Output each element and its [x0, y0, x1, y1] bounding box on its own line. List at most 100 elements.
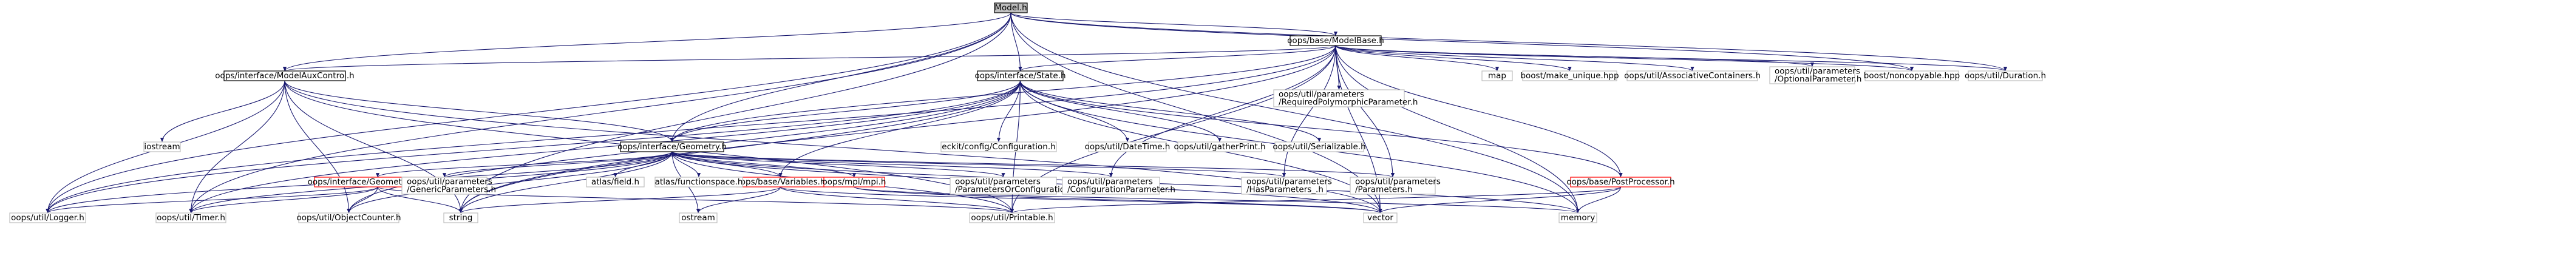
node-map: map: [1481, 70, 1513, 81]
node-noncopyable-box: [1864, 70, 1959, 81]
node-makeunique-label-0: boost/make_unique.hpp: [1520, 71, 1619, 81]
node-variables[interactable]: oops/base/Variables.h: [736, 177, 826, 188]
node-assoccont-box: [1626, 70, 1758, 81]
node-geometry-label-0: oops/interface/Geometry.h: [617, 142, 727, 152]
node-postprocessor-label-0: oops/base/PostProcessor.h: [1566, 177, 1674, 187]
edge-modelbase-to-memory: [1335, 45, 1580, 214]
node-logger-label-0: oops/util/Logger.h: [11, 213, 84, 223]
node-gatherprint-box: [1177, 141, 1262, 152]
node-paramsorconfig-label-1: /ParametersOrConfiguration.h: [955, 185, 1078, 195]
node-state[interactable]: oops/interface/State.h: [974, 70, 1066, 81]
node-eckit: eckit/config/Configuration.h: [940, 141, 1057, 152]
node-timer: oops/util/Timer.h: [155, 212, 226, 223]
edge-state-to-string: [458, 80, 1021, 214]
node-makeunique: boost/make_unique.hpp: [1520, 70, 1619, 81]
node-printable-box: [969, 212, 1055, 223]
edge-model_h-to-noncopyable: [1010, 12, 1914, 72]
node-mpi-label-0: oops/mpi/mpi.h: [822, 177, 886, 187]
node-modelbase[interactable]: oops/base/ModelBase.h: [1287, 35, 1384, 46]
node-duration-box: [1968, 70, 2043, 81]
edge-state-to-eckit: [996, 80, 1021, 143]
node-postprocessor[interactable]: oops/base/PostProcessor.h: [1566, 177, 1675, 188]
node-ostream-label-0: ostream: [681, 213, 715, 223]
node-genericparams: oops/util/parameters/GenericParameters.h: [401, 177, 496, 195]
node-atlasfield-box: [586, 177, 645, 188]
node-noncopyable: boost/noncopyable.hpp: [1864, 70, 1960, 81]
node-atlasfs-box: [654, 177, 743, 188]
node-duration-label-0: oops/util/Duration.h: [1965, 71, 2046, 81]
edge-geometryiterator-to-timer: [189, 186, 378, 214]
edge-modelbase-to-assoccont: [1335, 45, 1694, 72]
edge-model_h-to-memory: [1010, 12, 1580, 214]
edge-postprocessor-to-vector: [1378, 186, 1622, 214]
edge-model_h-to-string: [458, 12, 1011, 214]
edge-modelbase-to-postprocessor: [1335, 45, 1623, 178]
edge-geometryiterator-to-string: [377, 186, 463, 214]
node-assoccont-label-0: oops/util/AssociativeContainers.h: [1624, 71, 1761, 81]
node-model_h-box: [994, 2, 1028, 13]
node-ostream: ostream: [679, 212, 718, 223]
node-ostream-box: [679, 212, 718, 223]
node-string: string: [443, 212, 478, 223]
node-configparam-label-1: /ConfigurationParameter.h: [1067, 185, 1175, 195]
edge-mpi-to-vector: [854, 186, 1382, 214]
node-objectcounter: oops/util/ObjectCounter.h: [296, 212, 401, 223]
edge-model_h-to-timer: [189, 12, 1011, 214]
edge-geometry-to-genericparams: [443, 151, 673, 178]
node-configparam-box: [1062, 177, 1160, 195]
node-parameters-box: [1350, 177, 1436, 195]
node-objectcounter-label-0: oops/util/ObjectCounter.h: [296, 213, 401, 223]
node-atlasfield: atlas/field.h: [586, 177, 645, 188]
node-reqpoly: oops/util/parameters/RequiredPolymorphic…: [1273, 89, 1418, 107]
edge-modelauxcontrol-to-geometry: [284, 80, 674, 143]
node-reqpoly-label-1: /RequiredPolymorphicParameter.h: [1279, 98, 1418, 107]
node-parameters-label-0: oops/util/parameters: [1355, 177, 1441, 187]
node-iostream-box: [143, 141, 181, 152]
node-reqpoly-label-0: oops/util/parameters: [1279, 90, 1364, 100]
edge-state-to-geometry: [670, 80, 1021, 143]
edge-geometry-to-paramsorconfig: [671, 151, 1005, 178]
node-paramsorconfig-box: [950, 177, 1057, 195]
edge-modelbase-to-duration: [1335, 45, 2007, 72]
edge-variables-to-string: [459, 186, 781, 214]
edge-state-to-datetime: [1019, 80, 1130, 143]
edge-modelbase-to-modelauxcontrol: [283, 45, 1336, 72]
edge-geometry-to-hasparams: [671, 151, 1286, 178]
node-modelauxcontrol[interactable]: oops/interface/ModelAuxControl.h: [215, 70, 355, 81]
node-timer-label-0: oops/util/Timer.h: [157, 213, 225, 223]
edge-modelauxcontrol-to-objectcounter: [284, 80, 351, 214]
edge-geometry-to-configparam: [671, 151, 1113, 178]
node-geometry[interactable]: oops/interface/Geometry.h: [617, 141, 727, 152]
node-gatherprint: oops/util/gatherPrint.h: [1174, 141, 1266, 152]
node-paramsorconfig: oops/util/parameters/ParametersOrConfigu…: [950, 177, 1078, 195]
node-datetime-label-0: oops/util/DateTime.h: [1085, 142, 1171, 152]
node-hasparams-label-0: oops/util/parameters: [1246, 177, 1332, 187]
node-postprocessor-box: [1570, 177, 1671, 188]
node-logger: oops/util/Logger.h: [9, 212, 86, 223]
node-iostream-label-0: iostream: [144, 142, 180, 152]
node-vector-box: [1363, 212, 1398, 223]
node-modelauxcontrol-box: [223, 70, 346, 81]
node-parameters-label-1: /Parameters.h: [1355, 185, 1413, 195]
node-mpi[interactable]: oops/mpi/mpi.h: [822, 177, 886, 188]
node-eckit-box: [940, 141, 1057, 152]
node-serializable-label-0: oops/util/Serializable.h: [1273, 142, 1365, 152]
edge-state-to-postprocessor: [1019, 80, 1623, 178]
node-string-label-0: string: [449, 213, 473, 223]
node-state-box: [977, 70, 1064, 81]
node-hasparams: oops/util/parameters/HasParameters_.h: [1241, 177, 1332, 195]
edge-model_h-to-logger: [46, 12, 1011, 214]
node-state-label-0: oops/interface/State.h: [974, 71, 1065, 81]
edge-postprocessor-to-printable: [1010, 186, 1622, 214]
node-map-box: [1481, 70, 1513, 81]
node-mpi-box: [823, 177, 885, 188]
node-optparam-label-0: oops/util/parameters: [1775, 67, 1860, 76]
edge-state-to-serializable: [1019, 80, 1322, 143]
node-configparam: oops/util/parameters/ConfigurationParame…: [1062, 177, 1175, 195]
node-serializable: oops/util/Serializable.h: [1273, 141, 1366, 152]
node-genericparams-box: [401, 177, 488, 195]
node-model_h[interactable]: Model.h: [994, 2, 1028, 13]
node-memory-label-0: memory: [1561, 213, 1595, 223]
node-assoccont: oops/util/AssociativeContainers.h: [1624, 70, 1761, 81]
